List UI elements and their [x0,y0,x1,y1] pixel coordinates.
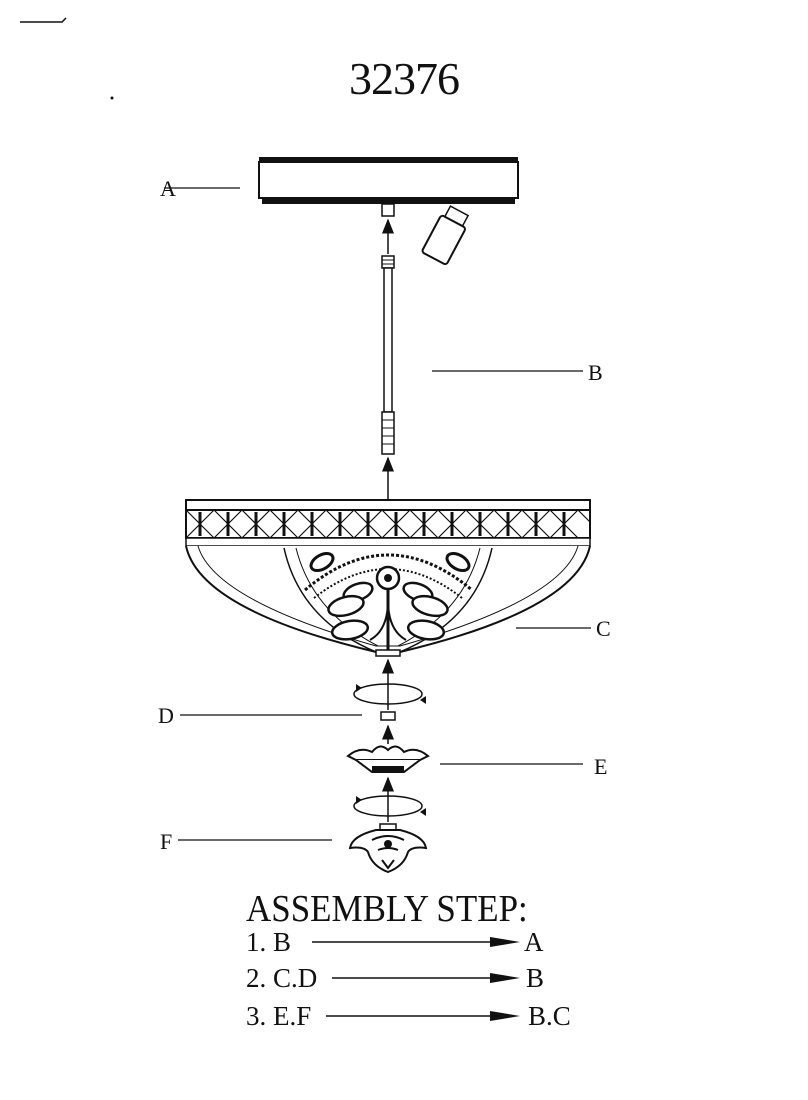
label-part-c: C [596,618,611,640]
part-a-canopy [164,157,518,265]
step-1-to: A [524,928,544,956]
step-1-from: 1. B [246,928,291,956]
label-part-f: F [160,831,172,853]
step-3-to: B.C [528,1002,571,1030]
part-b-rod [382,220,583,500]
part-c-bowl [186,500,591,656]
label-part-b: B [588,362,603,384]
step-2-from: 2. C.D [246,964,317,992]
label-part-d: D [158,705,174,727]
part-e-cup [348,726,583,773]
step-3-from: 3. E.F [246,1002,311,1030]
assembly-step-arrows [312,937,520,1021]
label-part-a: A [160,178,176,200]
step-2-to: B [526,964,544,992]
part-f-finial [178,778,426,872]
label-part-e: E [594,756,607,778]
scan-mark [20,18,66,22]
scan-dot [111,97,114,100]
assembly-steps: ASSEMBLY STEP: 1. B A 2. C.D B 3. E.F B.… [246,888,552,930]
assembly-heading: ASSEMBLY STEP: [246,888,528,930]
part-d-nut [180,660,426,720]
